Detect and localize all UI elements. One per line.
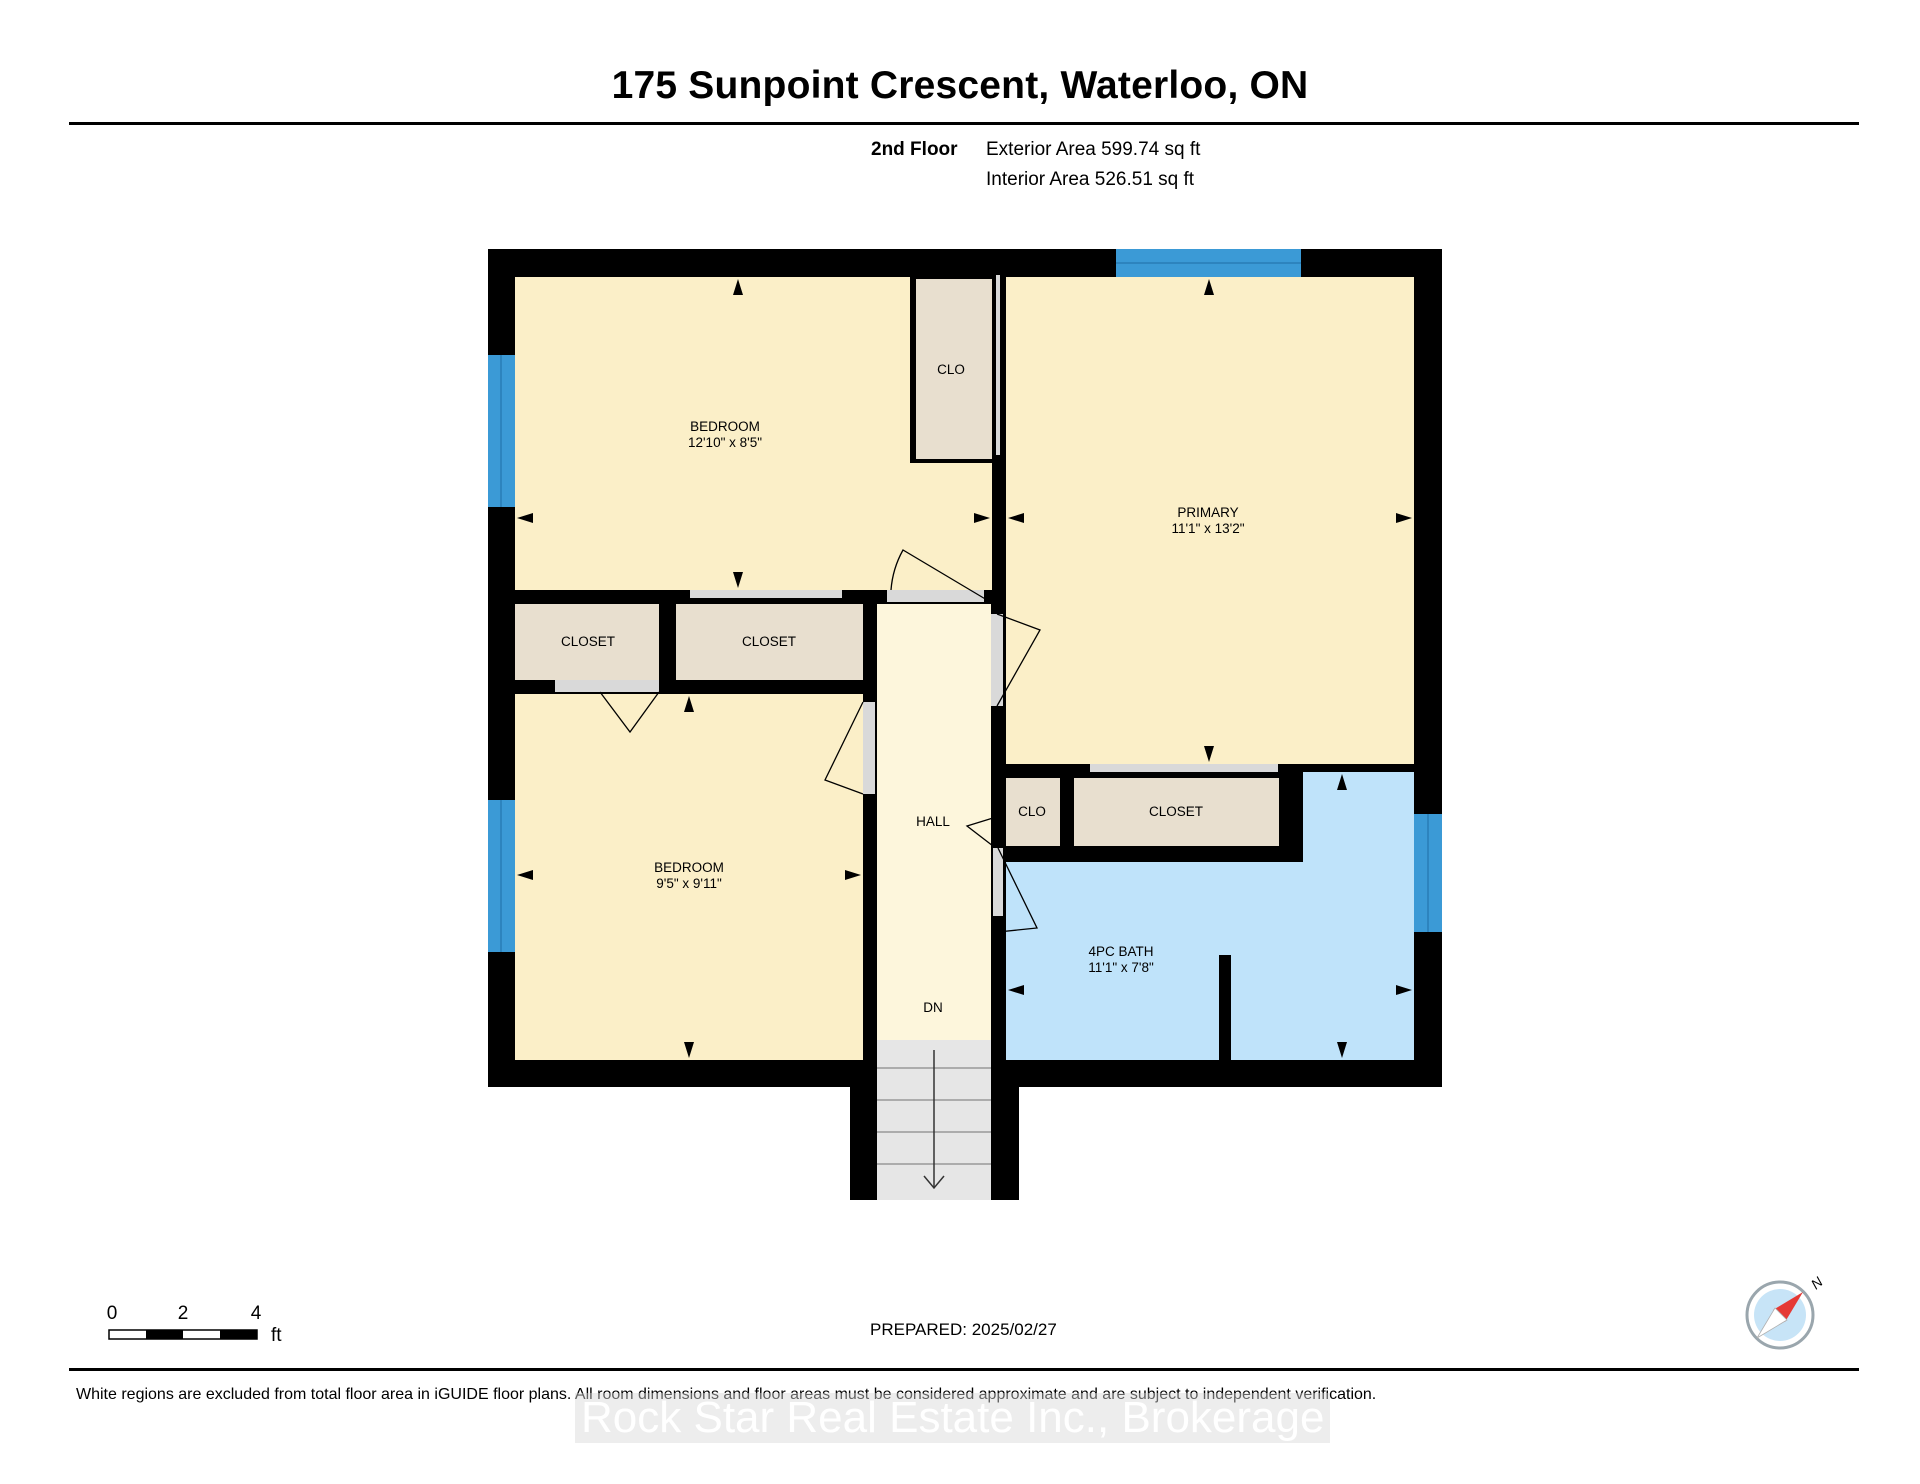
bedroom2-dims: 9'5" x 9'11" (656, 876, 722, 891)
primary-label: PRIMARY (1177, 505, 1238, 520)
room-clo-right (1006, 778, 1060, 846)
room-closet-right (1074, 778, 1279, 846)
room-closet-left (515, 604, 659, 680)
room-clo-top-fill (916, 279, 992, 459)
compass-n-label: N (1808, 1273, 1827, 1292)
bedroom2-label: BEDROOM (654, 860, 724, 875)
compass-icon: N (1745, 1273, 1827, 1350)
room-hall (877, 604, 991, 1040)
brokerage-watermark: Rock Star Real Estate Inc., Brokerage (575, 1393, 1331, 1443)
dimension-arrows (517, 279, 1412, 1058)
stairs-wall-left (850, 1087, 877, 1200)
primary-dims: 11'1" x 13'2" (1171, 521, 1244, 536)
prepared-date: PREPARED: 2025/02/27 (870, 1320, 1057, 1339)
bath-dims: 11'1" x 7'8" (1088, 960, 1154, 975)
closet-right-label: CLOSET (1149, 804, 1203, 819)
scale-tick-1: 2 (178, 1303, 189, 1324)
dn-label: DN (923, 1000, 943, 1015)
stairs-wall-right (991, 1087, 1019, 1200)
closet-mid-label: CLOSET (742, 634, 796, 649)
stair-arrow (923, 1050, 945, 1190)
room-primary (1006, 277, 1414, 764)
bedroom1-dims: 12'10" x 8'5" (688, 435, 762, 450)
scale-unit: ft (271, 1325, 282, 1346)
page-title: 175 Sunpoint Crescent, Waterloo, ON (611, 64, 1309, 107)
bath-label: 4PC BATH (1088, 944, 1153, 959)
footer-divider (69, 1368, 1859, 1371)
window-lines (500, 262, 1429, 952)
room-bath-lower (1006, 862, 1414, 1060)
closet-left-label: CLOSET (561, 634, 615, 649)
interior-area: Interior Area 526.51 sq ft (986, 169, 1195, 190)
scale-tick-0: 0 (107, 1303, 118, 1324)
scale-bar: 0 4 2 4 ft (107, 1303, 283, 1346)
room-bath-upper (1303, 772, 1414, 864)
header-divider (69, 122, 1859, 125)
hall-label: HALL (916, 814, 950, 829)
bath-partition (1219, 955, 1231, 1060)
door-openings (555, 275, 1278, 916)
floor-name: 2nd Floor (871, 139, 958, 160)
room-bedroom-2 (515, 694, 863, 1060)
clo-right-label: CLO (1018, 804, 1046, 819)
exterior-area: Exterior Area 599.74 sq ft (986, 139, 1201, 160)
door-swings (599, 549, 1041, 933)
bedroom1-label: BEDROOM (690, 419, 760, 434)
disclaimer-text: White regions are excluded from total fl… (76, 1386, 1377, 1403)
room-closet-mid (676, 604, 863, 680)
clo-top-label: CLO (937, 362, 965, 377)
scale-tick-2b: 4 (251, 1303, 262, 1324)
